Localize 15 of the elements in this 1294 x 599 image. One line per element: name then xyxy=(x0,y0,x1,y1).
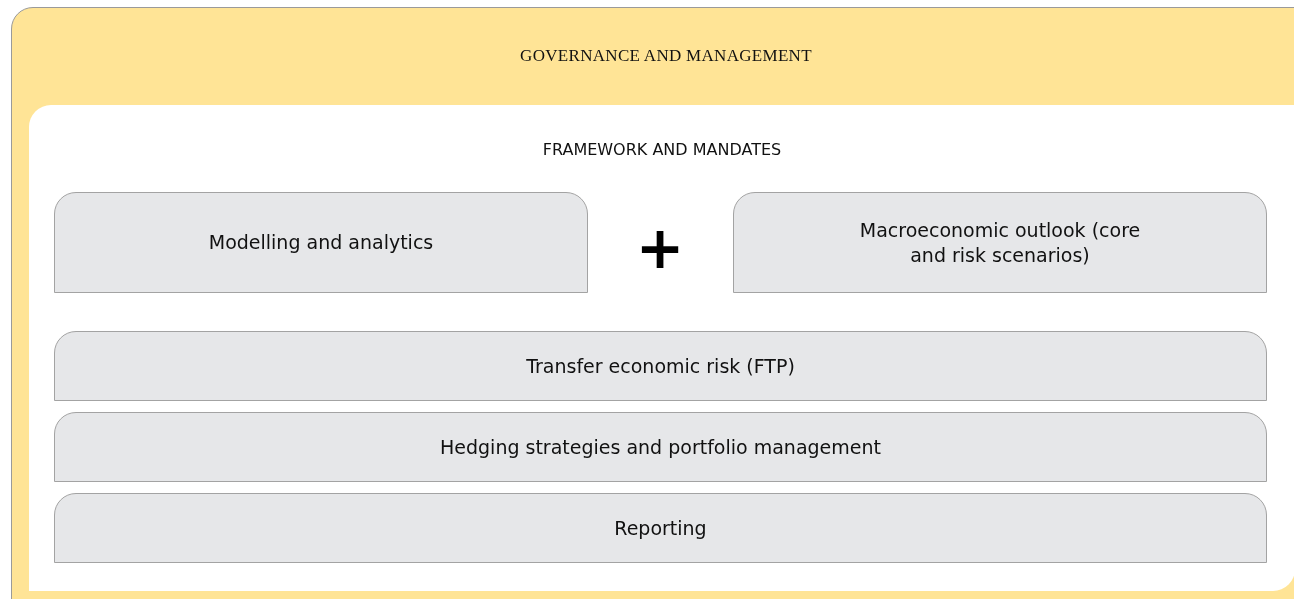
panel-heading: FRAMEWORK AND MANDATES xyxy=(542,140,782,159)
box-label: Hedging strategies and portfolio management xyxy=(440,434,881,460)
process-box xyxy=(54,412,1267,482)
box-label: Reporting xyxy=(614,515,707,541)
process-box xyxy=(733,192,1267,293)
panel-heading: GOVERNANCE AND MANAGEMENT xyxy=(520,46,812,66)
box-label: Macroeconomic outlook (core and risk scenarios) xyxy=(858,217,1142,268)
governance-panel xyxy=(11,7,1294,599)
box-label: Transfer economic risk (FTP) xyxy=(526,353,795,379)
box-label: Modelling and analytics xyxy=(208,230,434,255)
process-box xyxy=(54,331,1267,401)
framework-panel xyxy=(29,105,1294,591)
process-box xyxy=(54,192,588,293)
process-box xyxy=(54,493,1267,563)
plus-sign: + xyxy=(637,218,683,278)
